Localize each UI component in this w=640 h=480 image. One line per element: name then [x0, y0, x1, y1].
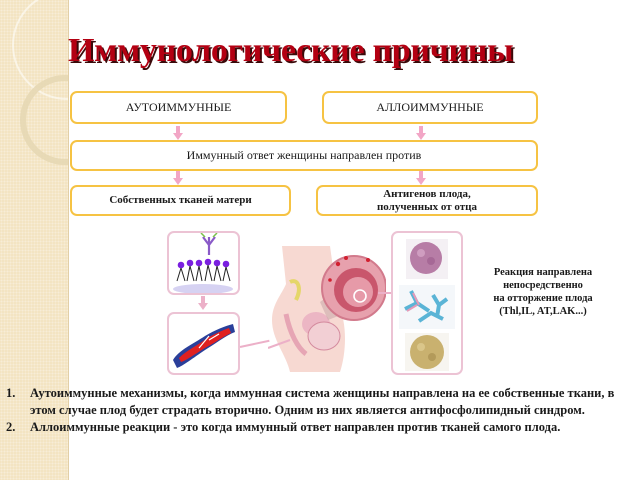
fetal-antigens-line2: полученных от отца — [376, 200, 478, 213]
down-arrow-icon — [173, 126, 183, 140]
slide-title: Иммунологические причины — [68, 32, 514, 69]
reaction-note: Реакция направлена непосредственно на от… — [478, 266, 608, 319]
immune-cells-icon — [399, 239, 455, 371]
note-item: 2. Аллоиммунные реакции - это когда имму… — [6, 419, 626, 436]
antibody-membrane-icon — [173, 232, 233, 294]
notes-list: 1. Аутоиммунные механизмы, когда иммунна… — [6, 385, 626, 436]
immune-response-label: Иммунный ответ женщины направлен против — [186, 147, 422, 162]
uterus-cross-section-figure — [267, 244, 387, 374]
own-tissues-label: Собственных тканей матери — [109, 194, 252, 207]
down-arrow-icon — [416, 171, 426, 185]
fetal-antigens-line1: Антигенов плода, — [383, 187, 471, 200]
immune-response-box: Иммунный ответ женщины направлен против — [70, 140, 538, 171]
reaction-note-line: непосредственно — [503, 280, 583, 292]
immune-cells-card — [391, 231, 463, 375]
note-text: Аллоиммунные реакции - это когда иммунны… — [30, 420, 561, 434]
alloimmune-label: АЛЛОИММУННЫЕ — [376, 99, 484, 114]
decorative-side-strip — [0, 0, 69, 480]
blood-vessel-card — [167, 312, 240, 375]
down-arrow-icon — [416, 126, 426, 140]
note-number: 2. — [6, 420, 16, 434]
connector-line — [378, 292, 392, 294]
decorative-circle — [20, 75, 68, 165]
down-arrow-icon — [198, 296, 208, 310]
reaction-note-line: на отторжение плода — [493, 293, 593, 305]
autoimmune-label: АУТОИММУННЫЕ — [125, 99, 232, 114]
note-number: 1. — [6, 386, 16, 400]
fetal-antigens-box: Антигенов плода, полученных от отца — [316, 185, 538, 216]
connector-line — [239, 339, 270, 348]
alloimmune-box: АЛЛОИММУННЫЕ — [322, 91, 538, 124]
pelvis-illustration-icon — [267, 246, 387, 372]
note-text: Аутоиммунные механизмы, когда иммунная с… — [30, 386, 615, 417]
note-item: 1. Аутоиммунные механизмы, когда иммунна… — [6, 385, 626, 419]
damaged-vessel-icon — [173, 324, 235, 368]
own-tissues-box: Собственных тканей матери — [70, 185, 291, 216]
antibody-membrane-card — [167, 231, 240, 295]
reaction-note-line: (Thl,IL, AT,LAK...) — [499, 306, 587, 318]
down-arrow-icon — [173, 171, 183, 185]
reaction-note-line: Реакция направлена — [493, 267, 593, 278]
autoimmune-box: АУТОИММУННЫЕ — [70, 91, 287, 124]
